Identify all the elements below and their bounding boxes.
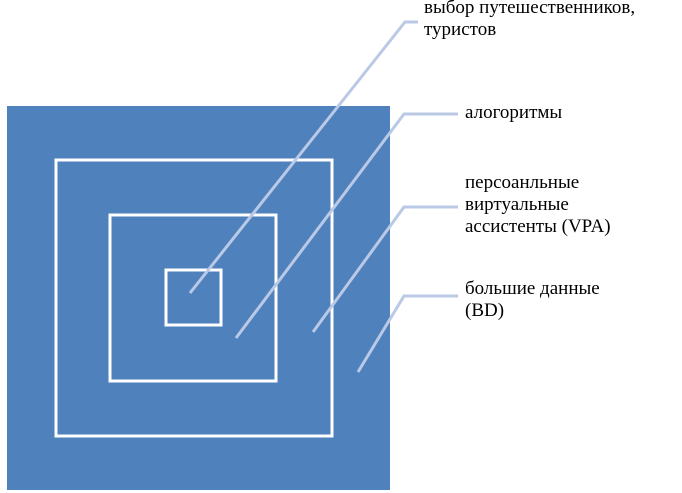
label-algorithms-line-1: алогоритмы xyxy=(465,102,563,123)
square-level-2 xyxy=(108,213,278,383)
leader-line-algorithms xyxy=(234,112,458,339)
leader-line-vpa xyxy=(311,205,458,333)
square-level-1 xyxy=(54,158,334,438)
square-level-3 xyxy=(164,268,223,327)
leader-line-bigdata xyxy=(356,294,458,373)
label-travelers-line-1: выбор путешественников, xyxy=(424,0,636,18)
label-bigdata-line-1: большие данные xyxy=(465,278,600,299)
outer-square xyxy=(7,106,390,490)
label-travelers: выбор путешественников, туристов xyxy=(424,0,635,41)
label-algorithms: алогоритмы xyxy=(465,102,562,124)
label-bigdata: большие данные (BD) xyxy=(465,278,600,322)
label-vpa-line-1: персоанльные xyxy=(465,172,580,193)
label-travelers-line-2: туристов xyxy=(424,19,497,40)
label-vpa-line-3: асcистенты (VPA) xyxy=(465,216,611,237)
leader-line-travelers xyxy=(188,20,418,294)
label-vpa-line-2: виртуальные xyxy=(465,194,569,215)
label-vpa: персоанльные виртуальные асcистенты (VPA… xyxy=(465,172,611,238)
label-bigdata-line-2: (BD) xyxy=(465,300,505,321)
